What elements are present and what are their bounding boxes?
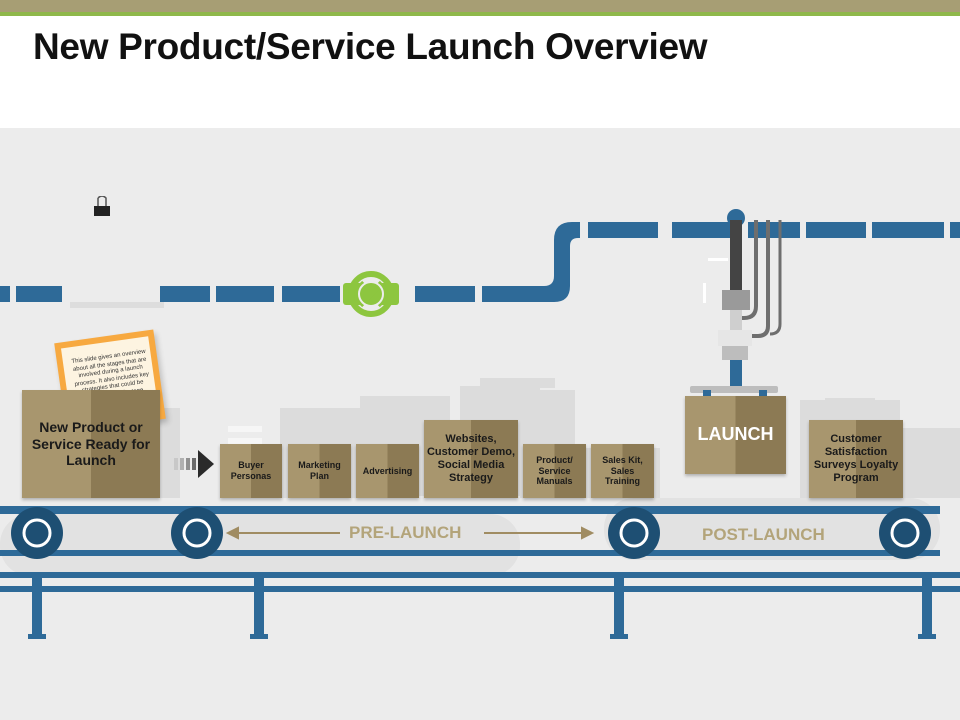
robotic-arm-icon bbox=[690, 209, 782, 416]
arrow-right-icon bbox=[174, 450, 214, 478]
box-label: Product/ Service Manuals bbox=[536, 454, 573, 487]
box-customer-satisfaction: Customer Satisfaction Surveys Loyalty Pr… bbox=[809, 420, 903, 498]
box-label: Sales Kit, Sales Training bbox=[602, 454, 643, 487]
valve-icon bbox=[343, 271, 399, 317]
roller-icon bbox=[11, 507, 931, 559]
box-label: New Product or Service Ready for Launch bbox=[31, 418, 151, 469]
box-label: LAUNCH bbox=[697, 424, 774, 445]
box-marketing-plan: Marketing Plan bbox=[288, 444, 351, 498]
stage-label-post-launch: POST-LAUNCH bbox=[702, 525, 825, 544]
box-manuals: Product/ Service Manuals bbox=[523, 444, 586, 498]
box-label: Marketing Plan bbox=[298, 460, 341, 481]
box-websites: Websites, Customer Demo, Social Media St… bbox=[424, 420, 518, 498]
header-accent-bar bbox=[0, 12, 960, 16]
stage-label-pre-launch: PRE-LAUNCH bbox=[349, 523, 462, 542]
box-label: Advertising bbox=[362, 465, 413, 476]
conveyor-scene: This slide gives an overview about all t… bbox=[0, 128, 960, 720]
box-buyer-personas: Buyer Personas bbox=[220, 444, 282, 498]
binder-clip-icon bbox=[94, 196, 110, 216]
pipeline bbox=[0, 222, 960, 302]
box-sales-kit: Sales Kit, Sales Training bbox=[591, 444, 654, 498]
box-launch: LAUNCH bbox=[685, 396, 786, 474]
pre-launch-arrow bbox=[225, 526, 595, 540]
box-advertising: Advertising bbox=[356, 444, 419, 498]
box-label: Customer Satisfaction Surveys Loyalty Pr… bbox=[813, 432, 899, 485]
box-label: Websites, Customer Demo, Social Media St… bbox=[426, 432, 516, 485]
conveyor-belt bbox=[0, 498, 960, 639]
box-label: Buyer Personas bbox=[230, 460, 272, 481]
page-title: New Product/Service Launch Overview bbox=[33, 26, 708, 67]
header-bar bbox=[0, 0, 960, 12]
box-product-ready: New Product or Service Ready for Launch bbox=[22, 390, 160, 498]
